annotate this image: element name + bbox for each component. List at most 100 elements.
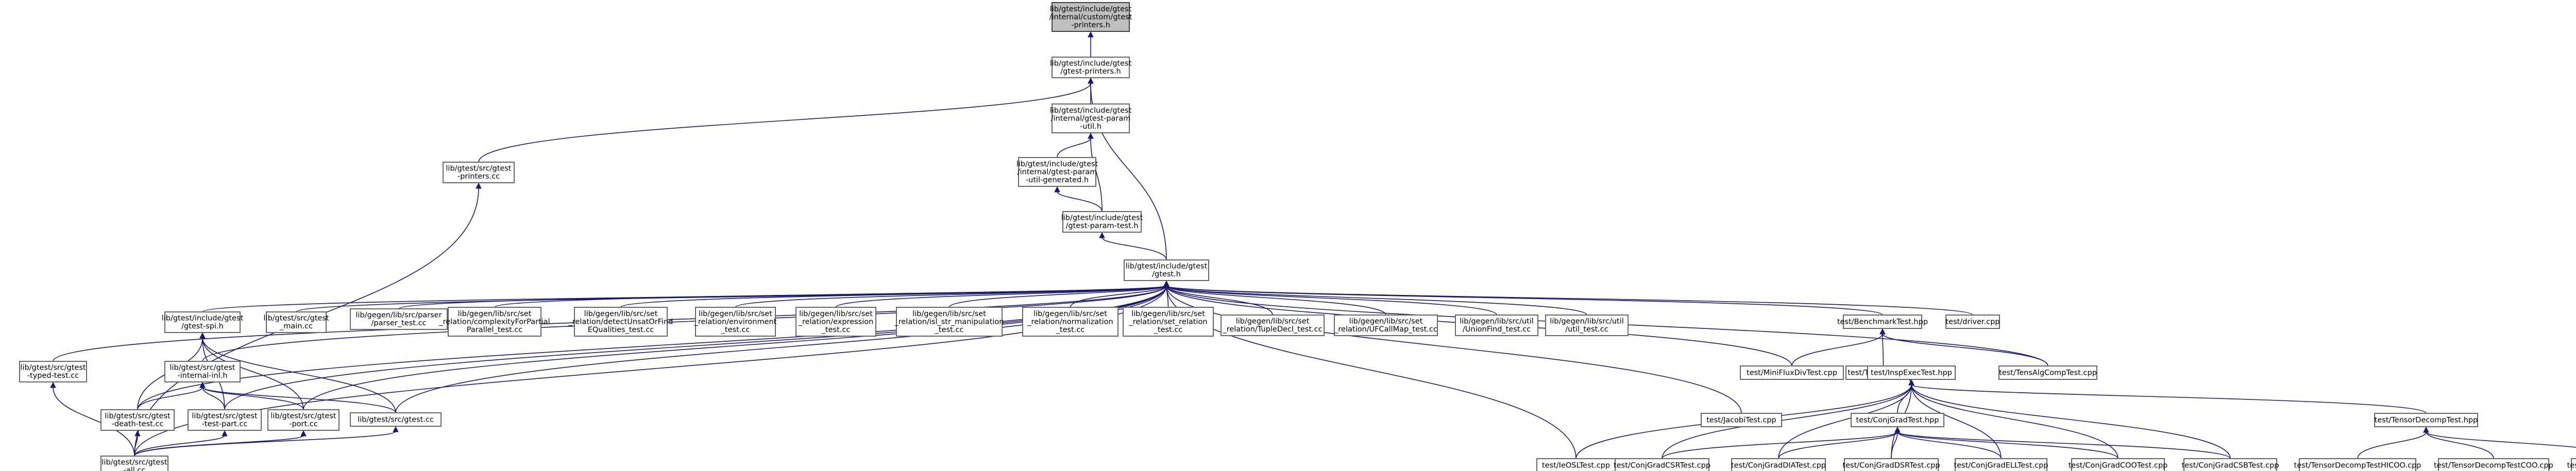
file-node[interactable]: lib/gtest/src/gtest-port.cc xyxy=(267,409,340,431)
file-node[interactable]: lib/gegen/lib/src/set_relation/set_relat… xyxy=(1123,307,1214,337)
dependency-edge xyxy=(735,280,1170,308)
node-label-line: lib/gtest/src/gtest xyxy=(101,459,167,467)
file-node[interactable]: lib/gtest/src/gtest_main.cc xyxy=(263,311,329,333)
arrowhead-icon xyxy=(222,430,228,437)
file-node[interactable]: test/ConjGradTest.hpp xyxy=(1851,413,1944,427)
node-box xyxy=(2299,458,2416,471)
node-box xyxy=(1455,315,1538,336)
file-node[interactable]: lib/gegen/lib/src/util/UnionFind_test.cc xyxy=(1455,315,1538,336)
node-box xyxy=(164,361,241,382)
file-node[interactable]: lib/gtest/include/gtest/gtest-param-test… xyxy=(1061,211,1143,233)
node-box xyxy=(1052,57,1130,78)
arrowhead-icon xyxy=(50,381,56,388)
node-label-line: test/driver.cpp xyxy=(1945,318,1999,326)
file-node[interactable]: lib/gtest/src/gtest.cc xyxy=(350,412,442,427)
node-label-line: lib/gtest/include/gtest xyxy=(1016,160,1098,168)
file-node[interactable]: test/ConjGradCSRTest.cpp xyxy=(1614,458,1710,471)
file-node[interactable]: lib/gtest/include/gtest/internal/gtest-p… xyxy=(1016,157,1098,187)
edge-line xyxy=(134,431,396,457)
file-node[interactable]: lib/gegen/lib/src/set_relation/detectUns… xyxy=(568,307,673,337)
dependency-edge xyxy=(2423,426,2576,448)
node-label-line: -port.cc xyxy=(289,420,318,428)
file-node[interactable]: lib/gtest/include/gtest/internal/gtest-p… xyxy=(1050,103,1132,133)
file-node[interactable]: lib/gegen/lib/src/set_relation/TupleDecl… xyxy=(1221,315,1325,336)
file-node[interactable]: test/BenchmarkTest.hpp xyxy=(1837,315,1928,329)
file-node[interactable]: lib/gegen/lib/src/parser/parser_test.cc xyxy=(350,308,448,330)
dependency-edge xyxy=(1088,31,1094,58)
node-label-line: test/TensAlgCompTest.cpp xyxy=(1999,369,2097,377)
edge-line xyxy=(948,285,1167,308)
file-node[interactable]: test/MiniFluxDivTest.cpp xyxy=(1740,365,1844,380)
edge-line xyxy=(2426,431,2494,459)
edge-line xyxy=(1897,431,2002,459)
node-label-line: test/ConjGradCSRTest.cpp xyxy=(1614,461,1710,469)
file-node[interactable]: lib/gtest/src/gtest-printers.cc xyxy=(443,162,515,183)
file-node[interactable]: test/JacobiTest.cpp xyxy=(1701,413,1782,427)
file-node[interactable]: test/InspExecTest.hpp xyxy=(1867,365,1956,380)
file-node[interactable]: test/ConjGradCSBTest.cpp xyxy=(2181,458,2279,471)
file-node[interactable]: lib/gegen/lib/src/set_relation/environme… xyxy=(694,307,777,337)
node-label-line: -test-part.cc xyxy=(202,420,248,428)
file-node[interactable]: test/TensorDecompTest.hpp xyxy=(2374,413,2478,427)
edge-line xyxy=(1101,237,1167,260)
node-label-line: lib/gtest/include/gtest xyxy=(1126,263,1208,271)
file-node[interactable]: test/IeOSLTest.cpp xyxy=(1536,458,1616,471)
file-node[interactable]: test/ConjGradDIATest.cpp xyxy=(1731,458,1826,471)
file-node[interactable]: lib/gegen/lib/src/set_relation/expressio… xyxy=(795,307,876,337)
file-node[interactable]: lib/gtest/src/gtest-all.cc xyxy=(100,456,168,471)
edge-line xyxy=(1911,384,2231,459)
node-label-line: /UnionFind_test.cc xyxy=(1463,325,1531,334)
file-node[interactable]: test/TensorDecompTestCOO.cpp xyxy=(2434,458,2553,471)
edge-line xyxy=(1882,333,2048,367)
file-node[interactable]: lib/gtest/src/gtest-typed-test.cc xyxy=(19,361,87,382)
node-label-line: test/TensorDecompTestHICOO.cpp xyxy=(2294,461,2421,469)
node-label-line: _test.cc xyxy=(935,326,964,334)
file-node[interactable]: lib/gegen/lib/src/set_relation/normaliza… xyxy=(1022,307,1118,337)
file-node[interactable]: lib/gtest/src/gtest-internal-inl.h xyxy=(164,361,241,382)
file-node[interactable]: test/ConjGradDSRTest.cpp xyxy=(1842,458,1940,471)
file-node[interactable]: test/ConjGradELLTest.cpp xyxy=(1954,458,2048,471)
node-label-line: /util_test.cc xyxy=(1565,325,1608,334)
node-label-line: lib/gtest/src/gtest xyxy=(105,412,171,421)
edge-line xyxy=(1911,384,2119,459)
node-label-line: lib/gtest/src/gtest.cc xyxy=(358,415,434,424)
file-node[interactable]: lib/gegen/lib/src/set_relation/complexit… xyxy=(438,307,550,337)
file-node[interactable]: lib/gegen/lib/src/set_relation/UFCallMap… xyxy=(1334,315,1438,336)
file-node[interactable]: test/TensAlgCompTest.cpp xyxy=(1998,365,2097,380)
edge-line xyxy=(835,285,1167,308)
node-label-line: test/ConjGradCOOTest.cpp xyxy=(2069,461,2168,469)
arrowhead-icon xyxy=(199,332,206,339)
root-file-node[interactable]: lib/gtest/include/gtest/internal/custom/… xyxy=(1049,2,1132,32)
file-node[interactable]: lib/gtest/include/gtest/gtest-printers.h xyxy=(1050,57,1132,78)
file-node[interactable]: test/driver.cpp xyxy=(1945,315,2000,329)
file-node[interactable]: lib/gegen/lib/src/util/util_test.cc xyxy=(1545,315,1629,336)
file-node[interactable]: test/TensorDecompTestHICOO.cpp xyxy=(2294,458,2421,471)
file-node[interactable]: lib/gtest/src/gtest-death-test.cc xyxy=(100,409,175,431)
node-box xyxy=(1851,413,1944,427)
arrowhead-icon xyxy=(476,182,482,189)
node-box xyxy=(1018,157,1096,187)
edge-line xyxy=(1166,285,1883,316)
file-node[interactable]: lib/gtest/include/gtest/gtest.h xyxy=(1124,259,1209,281)
edge-line xyxy=(1166,285,1386,316)
node-label-line: lib/gegen/lib/src/set xyxy=(699,310,772,318)
node-label-line: /gtest-param-test.h xyxy=(1065,222,1138,230)
node-label-line: -printers.cc xyxy=(457,172,500,181)
dependency-edge xyxy=(1054,186,1103,212)
edge-line xyxy=(1166,285,1497,316)
node-box xyxy=(1843,315,1922,329)
file-node[interactable]: lib/gegen/lib/src/set_relation/isl_str_m… xyxy=(894,307,1004,337)
edge-line xyxy=(1166,285,1973,316)
file-node[interactable]: lib/gtest/src/gtest-test-part.cc xyxy=(188,409,262,431)
file-node[interactable]: test/TensorDecompTestCSF.cpp xyxy=(2567,458,2576,471)
arrowhead-icon xyxy=(199,381,206,388)
node-box xyxy=(1062,211,1142,233)
dependency-edge xyxy=(620,280,1170,308)
edge-line xyxy=(1791,333,1883,367)
file-node[interactable]: test/ConjGradCOOTest.cpp xyxy=(2069,458,2168,471)
dependency-edge xyxy=(199,332,396,413)
file-node[interactable]: lib/gtest/include/gtest/gtest-spi.h xyxy=(162,311,244,333)
node-box xyxy=(1124,259,1209,281)
node-box xyxy=(448,307,541,337)
